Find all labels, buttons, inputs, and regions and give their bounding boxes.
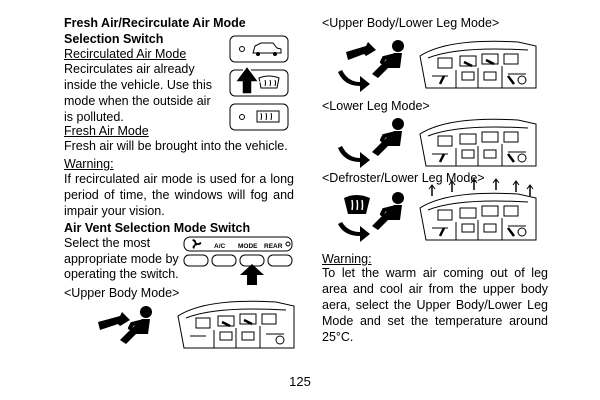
person-seated-icon <box>118 304 154 346</box>
right-warning-label: Warning: <box>322 252 372 266</box>
defroster-mode-figure <box>338 190 406 242</box>
rear-label: REAR <box>264 243 283 250</box>
person-seated-icon <box>370 190 406 232</box>
recirc-heading: Recirculated Air Mode <box>64 47 187 61</box>
page-number: 125 <box>289 374 311 389</box>
airflow-arrow-icon <box>98 312 130 330</box>
fan-icon <box>192 239 202 249</box>
upper-body-caption: <Upper Body Mode> <box>64 286 180 300</box>
airflow-arrow-icon <box>338 146 370 168</box>
fresh-air-title-line1: Fresh Air/Recirculate Air Mode <box>64 16 246 30</box>
arrow-up-icon <box>240 264 264 285</box>
fresh-heading: Fresh Air Mode <box>64 124 149 138</box>
ac-label: A/C <box>214 243 226 250</box>
vent-line-3: operating the switch. <box>64 267 179 281</box>
upper-lower-mode-figure <box>338 38 406 92</box>
car-recirculate-icon <box>252 42 282 56</box>
person-seated-icon <box>370 38 406 80</box>
defroster-caption: <Defroster/Lower Leg Mode> <box>322 171 485 185</box>
vent-title: Air Vent Selection Mode Switch <box>64 221 251 235</box>
windshield-defrost-icon <box>344 195 370 214</box>
upper-lower-caption: <Upper Body/Lower Leg Mode> <box>322 16 500 30</box>
left-warning-label: Warning: <box>64 157 114 171</box>
rear-defrost-icon <box>256 110 280 123</box>
upper-body-mode-figure <box>98 304 154 346</box>
fresh-line: Fresh air will be brought into the vehic… <box>64 139 288 153</box>
dashboard-illustration-defroster <box>419 178 537 241</box>
arrow-up-icon <box>233 64 261 95</box>
person-seated-icon <box>370 116 406 158</box>
right-warning-text: To let the warm air coming out of leg ar… <box>322 266 548 344</box>
dashboard-illustration-lower-leg <box>419 118 537 167</box>
recirc-line-1: Recirculates air already <box>64 62 195 76</box>
vent-mode-switch-panel: A/C MODE REAR <box>183 236 293 285</box>
airflow-arrow-icon <box>338 70 370 92</box>
fresh-air-title-line2: Selection Switch <box>64 32 164 46</box>
vent-line-1: Select the most <box>64 236 151 250</box>
left-warning-text: If recirculated air mode is used for a l… <box>64 172 294 218</box>
dashboard-illustration-upper-body <box>177 300 295 349</box>
lower-leg-caption: <Lower Leg Mode> <box>322 99 430 113</box>
mode-label: MODE <box>238 243 258 250</box>
windshield-defrost-icon <box>258 75 280 89</box>
recirc-line-2: inside the vehicle. Use this <box>64 78 212 92</box>
dashboard-illustration-upper-lower <box>419 40 537 89</box>
lower-leg-mode-figure <box>338 116 406 168</box>
vent-line-2: appropriate mode by <box>64 252 179 266</box>
recirc-line-3: mode when the outside air <box>64 94 211 108</box>
air-mode-switch-illustration <box>229 35 289 131</box>
airflow-arrow-icon <box>346 42 376 60</box>
airflow-arrow-icon <box>338 222 370 242</box>
recirc-line-4: is polluted. <box>64 110 124 124</box>
